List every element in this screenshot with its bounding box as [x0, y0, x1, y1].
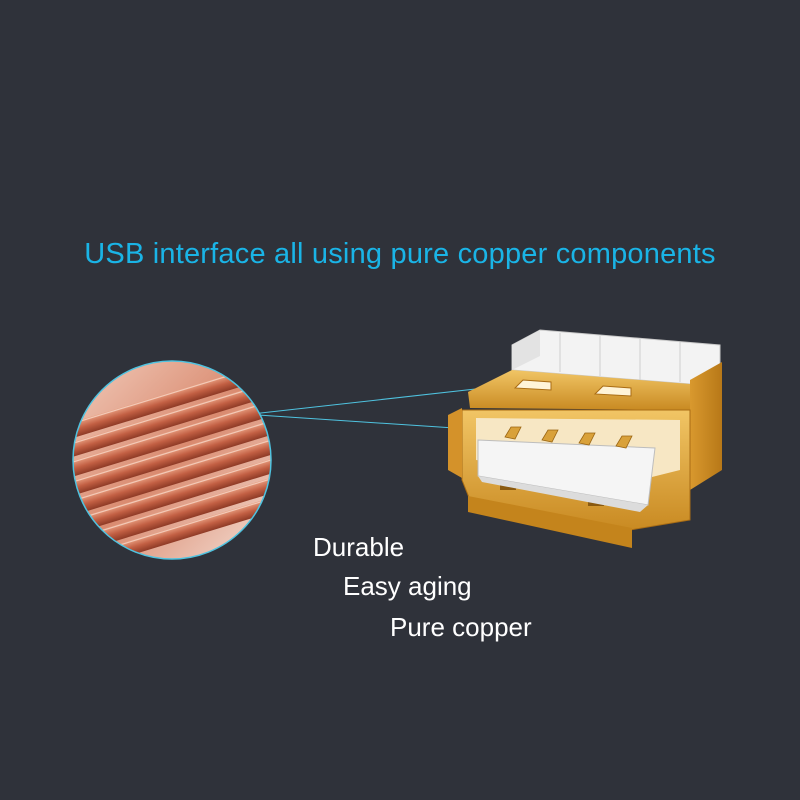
feature-durable: Durable — [313, 532, 405, 562]
headline: USB interface all using pure copper comp… — [84, 238, 716, 270]
copper-magnifier-image — [72, 360, 272, 560]
usb-connector-image — [448, 329, 722, 548]
feature-easy-aging: Easy aging — [343, 571, 472, 601]
feature-pure-copper: Pure copper — [390, 612, 532, 642]
